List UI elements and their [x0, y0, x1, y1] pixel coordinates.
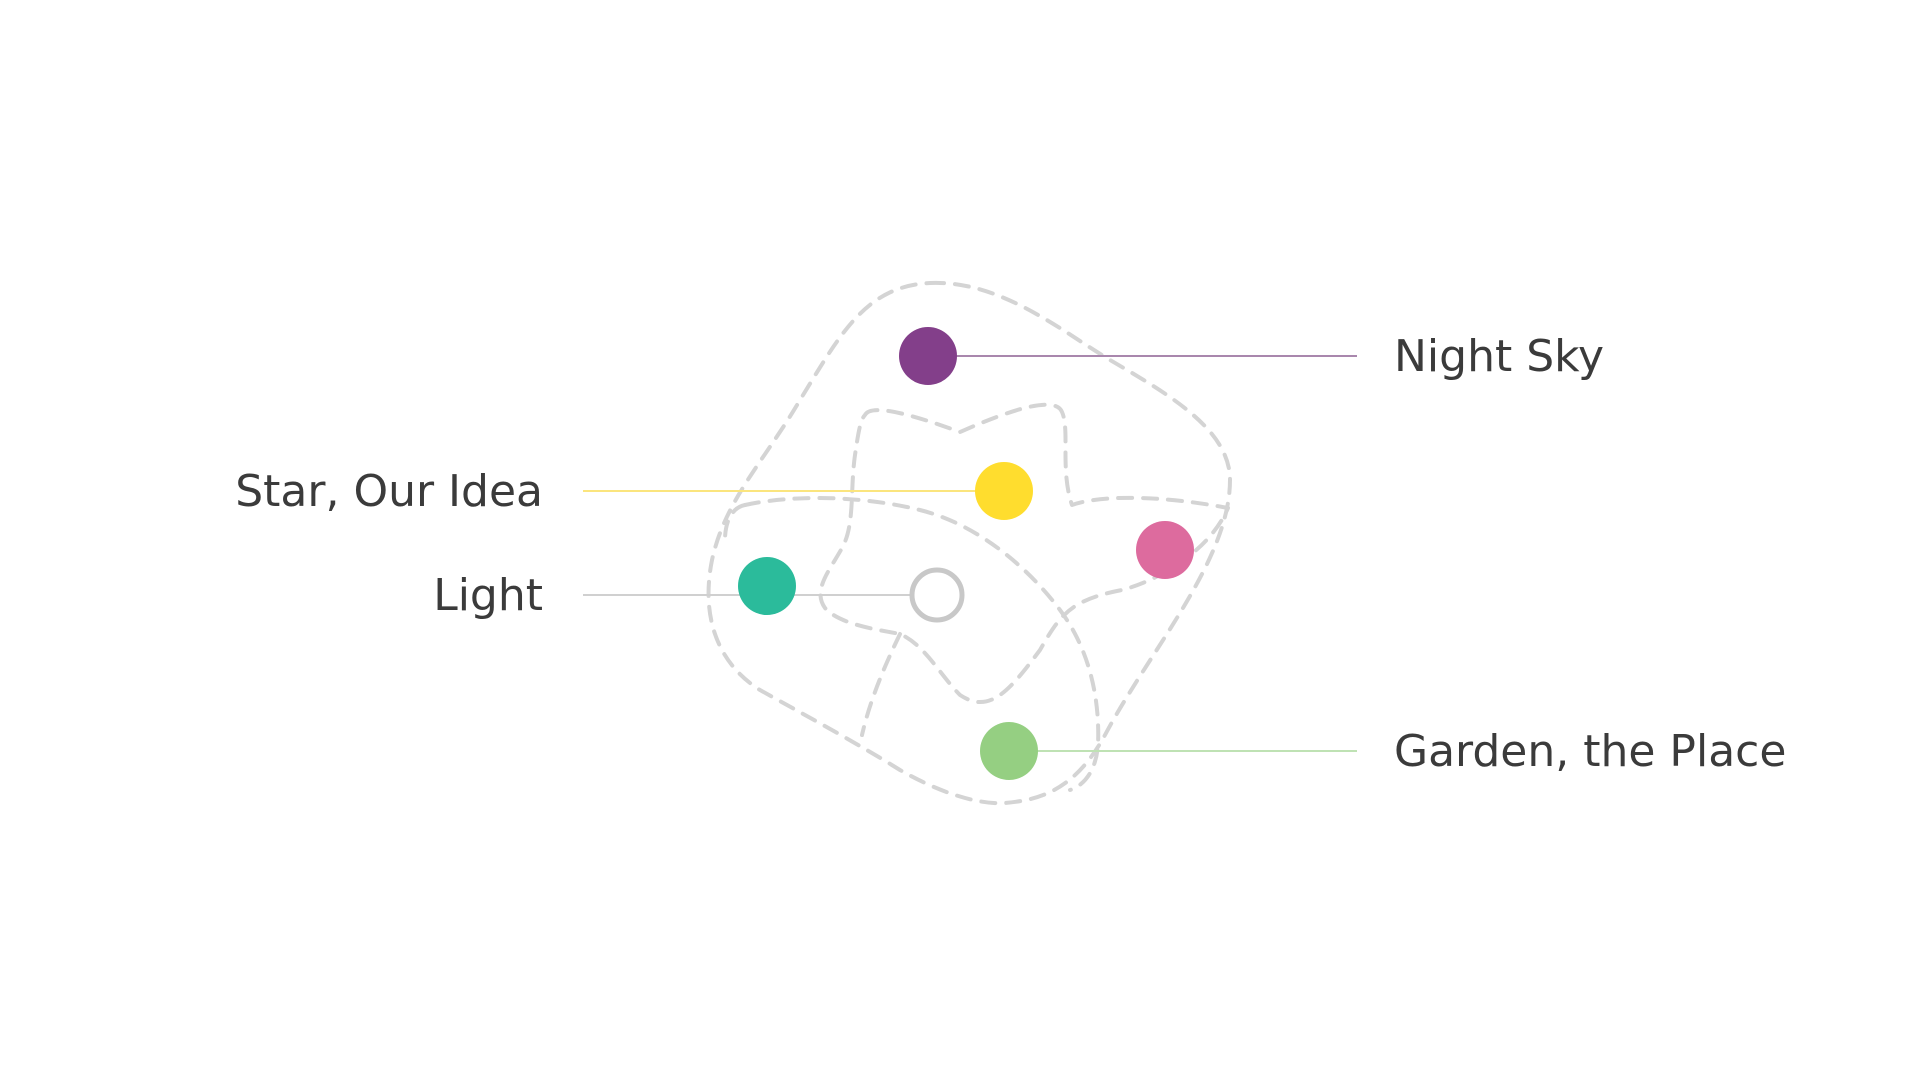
center-ring-node: [909, 567, 965, 623]
labels: Night Sky Star, Our Idea Light Garden, t…: [235, 331, 1786, 777]
garden-label: Garden, the Place: [1394, 726, 1786, 777]
lower-left-lobe-outline: [860, 632, 902, 737]
leader-lines: [583, 355, 1357, 752]
garden-node: [980, 722, 1038, 780]
nodes: [738, 327, 1194, 780]
light-node: [738, 557, 796, 615]
night-sky-node: [899, 327, 957, 385]
light-label: Light: [433, 570, 543, 621]
outer-blob-outline: [706, 280, 1232, 806]
pink-node: [1136, 521, 1194, 579]
dashed-outlines: [706, 280, 1232, 806]
inner-blob-tail: [723, 503, 747, 542]
star-node: [975, 462, 1033, 520]
night-sky-label: Night Sky: [1394, 331, 1604, 382]
star-label: Star, Our Idea: [235, 466, 543, 517]
inner-blob-outline: [743, 496, 1101, 792]
middle-blob-outline: [818, 402, 1230, 704]
